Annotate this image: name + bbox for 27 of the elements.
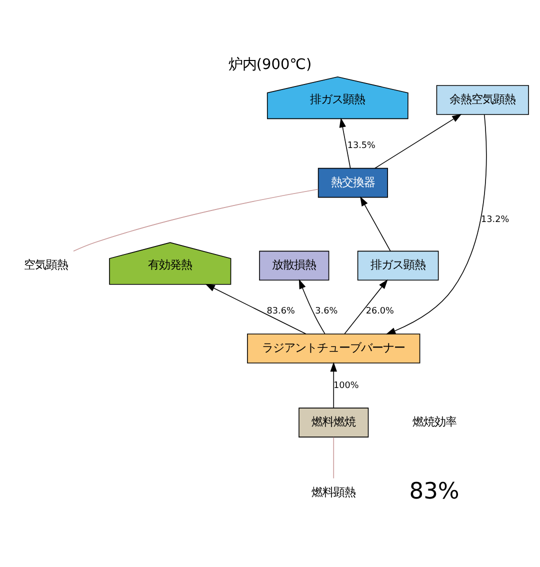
arrow: [330, 362, 338, 408]
node-text: 空気顕熱: [24, 258, 68, 272]
label: 83%: [409, 478, 460, 505]
edge-label: 83.6%: [266, 306, 295, 317]
arrow: [386, 114, 487, 334]
arrow: [360, 196, 391, 252]
edge-label: 13.2%: [481, 215, 510, 226]
connector: [333, 436, 334, 479]
node-text: 燃料顕熱: [312, 486, 356, 500]
node-box: ラジアントチューブバーナー: [247, 334, 420, 364]
arrow: [205, 284, 306, 334]
edge-label: 13.5%: [347, 141, 376, 152]
connector: [73, 188, 319, 252]
node-box: 排ガス顕熱: [357, 250, 439, 281]
node-box: 熱交換器: [318, 168, 388, 198]
diagram-title: 炉内(900℃): [228, 57, 312, 74]
label: 燃焼効率: [412, 416, 456, 429]
edge-label: 26.0%: [366, 306, 394, 317]
node-box: 余熱空気顕熱: [436, 85, 529, 115]
arrow: [374, 114, 462, 169]
node-box: 燃料燃焼: [298, 408, 369, 438]
node-box: 放散損熱: [259, 250, 330, 281]
arrow: [344, 279, 388, 334]
edge-label: 3.6%: [315, 306, 338, 317]
arrow: [298, 279, 326, 334]
edge-label: 100%: [333, 380, 359, 391]
arrow: [339, 118, 351, 169]
